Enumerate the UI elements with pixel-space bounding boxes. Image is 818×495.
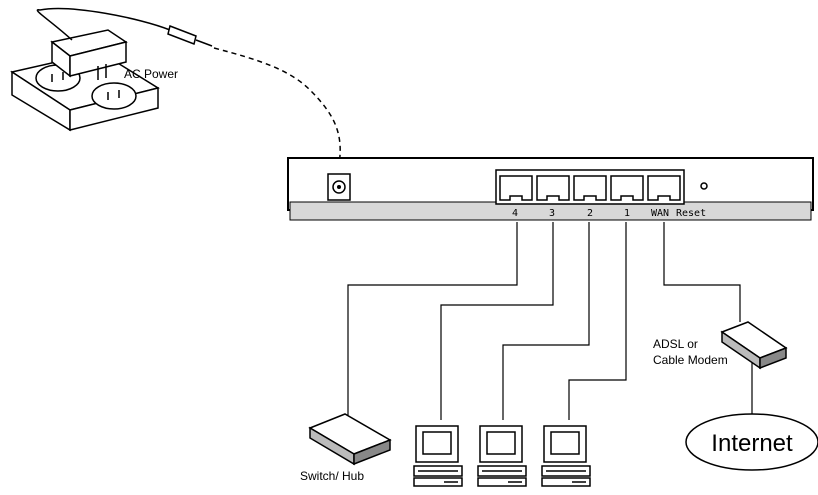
switch-hub-icon [308, 413, 392, 466]
power-outlet-icon [10, 51, 160, 132]
wan-label: WAN [651, 208, 669, 219]
cable-port1-pc3 [568, 222, 627, 420]
lan-port-2 [573, 175, 607, 201]
port-label-2: 2 [587, 208, 593, 219]
cable-wan-modem [663, 222, 741, 322]
computer-icon-1 [413, 425, 463, 487]
modem-label-line1: ADSL or [653, 337, 698, 351]
internet-cloud-icon [685, 413, 818, 471]
lan-port-4 [499, 175, 533, 201]
reset-button-icon [700, 182, 708, 190]
wan-port [647, 175, 681, 201]
power-cable [213, 47, 341, 171]
router-icon [287, 157, 814, 221]
internet-label: Internet [711, 430, 793, 457]
switch-hub-label: Switch/ Hub [300, 469, 364, 483]
port-label-1: 1 [624, 208, 630, 219]
lan-port-1 [610, 175, 644, 201]
lan-port-3 [536, 175, 570, 201]
port-label-4: 4 [512, 208, 518, 219]
modem-label-line2: Cable Modem [653, 353, 728, 367]
cable-port2-pc2 [502, 222, 590, 420]
computer-icon-2 [477, 425, 527, 487]
modem-icon [720, 321, 788, 370]
computer-icon-3 [541, 425, 591, 487]
cable-port4-switch [347, 222, 518, 415]
reset-label: Reset [676, 208, 706, 219]
power-adapter-icon [36, 7, 213, 80]
ac-power-label: AC Power [124, 67, 178, 81]
port-label-3: 3 [549, 208, 555, 219]
cable-port3-pc1 [440, 222, 554, 420]
